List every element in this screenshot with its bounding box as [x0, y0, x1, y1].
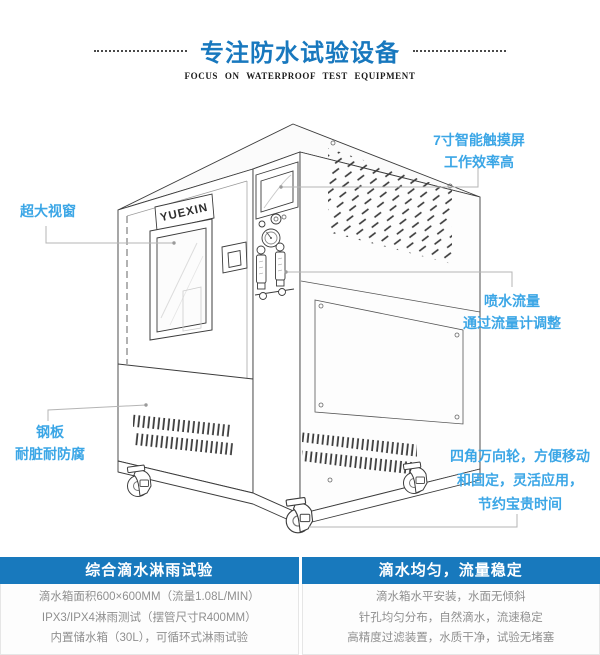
table-row: 针孔均匀分布，自然滴水，流速稳定 — [303, 608, 600, 629]
door-handle — [222, 242, 247, 273]
callout-window: 超大视窗 — [2, 200, 94, 222]
table-header-left: 综合滴水淋雨试验 — [0, 557, 299, 584]
viewing-window — [150, 219, 212, 340]
callout-touchscreen: 7寸智能触摸屏 工作效率高 — [394, 129, 564, 173]
table-column-right: 滴水箱水平安装，水面无倾斜 针孔均匀分布，自然滴水，流速稳定 高精度过滤装置，水… — [302, 584, 600, 655]
table-row: 内置储水箱（30L），可循环式淋雨试验 — [1, 628, 298, 649]
table-row: 滴水箱水平安装，水面无倾斜 — [303, 587, 600, 608]
callout-casters: 四角万向轮，方便移动 和固定，灵活应用， 节约宝贵时间 — [428, 444, 600, 516]
callout-steel-plate: 钢板 耐脏耐防腐 — [0, 421, 100, 465]
callout-flow: 喷水流量 通过流量计调整 — [427, 290, 597, 334]
table-row: 高精度过滤装置，水质干净，试验无堵塞 — [303, 628, 600, 649]
table-row: 滴水箱面积600×600MM（流量1.08L/MIN） — [1, 587, 298, 608]
info-table: 综合滴水淋雨试验 滴水均匀，流量稳定 滴水箱面积600×600MM（流量1.08… — [0, 557, 600, 655]
table-column-left: 滴水箱面积600×600MM（流量1.08L/MIN） IPX3/IPX4淋雨测… — [0, 584, 299, 655]
table-row: IPX3/IPX4淋雨测试（摆管尺寸R400MM） — [1, 608, 298, 629]
table-header-right: 滴水均匀，流量稳定 — [302, 557, 600, 584]
